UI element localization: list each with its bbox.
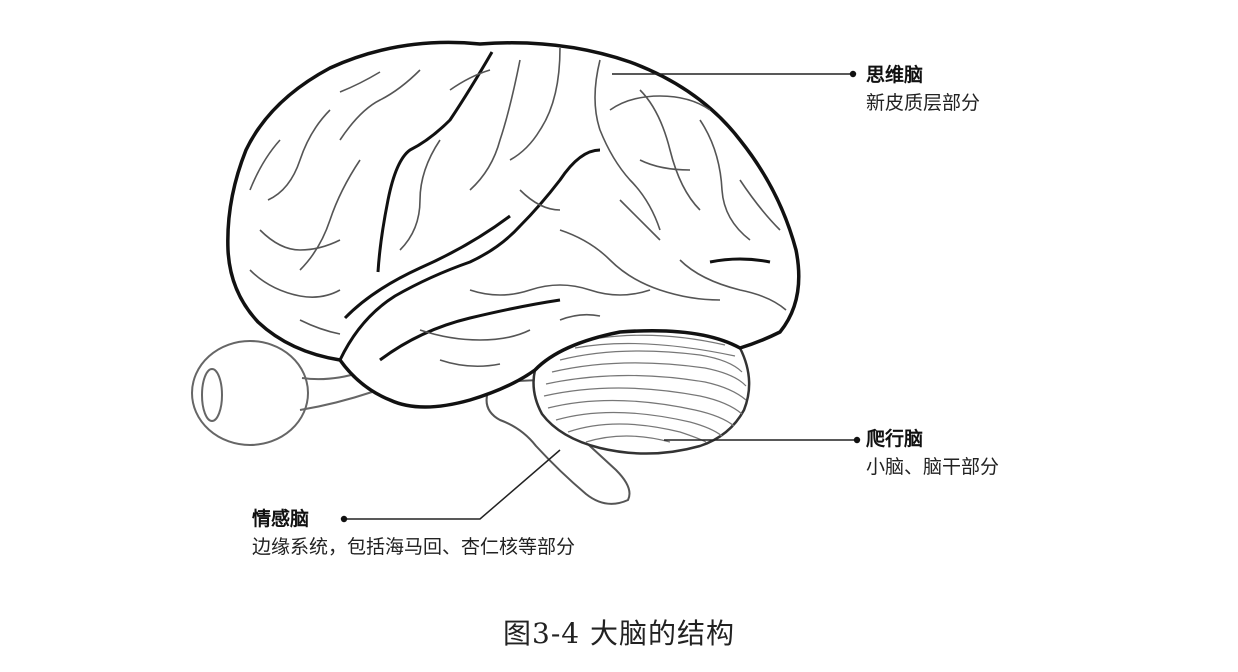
thinking-brain-title: 思维脑 xyxy=(866,64,924,86)
thinking-brain-description: 新皮质层部分 xyxy=(866,91,981,114)
reptile-brain-label: 爬行脑 小脑、脑干部分 xyxy=(866,428,999,480)
thinking-brain-label: 思维脑 新皮质层部分 xyxy=(866,64,980,116)
major-fissures xyxy=(338,51,771,362)
emotional-brain-description: 边缘系统，包括海马回、杏仁核等部分 xyxy=(252,535,576,558)
emotional-brain-label: 情感脑 边缘系统，包括海马回、杏仁核等部分 xyxy=(252,508,575,560)
figure-caption: 图3-4 大脑的结构 xyxy=(503,617,735,650)
leader-dot-thinking xyxy=(849,70,857,78)
reptile-brain-title: 爬行脑 xyxy=(866,428,924,450)
cerebellum-folia xyxy=(543,334,747,443)
leader-dot-reptile xyxy=(853,436,861,444)
leader-dot-emotion xyxy=(340,515,348,523)
emotional-brain-title: 情感脑 xyxy=(252,508,310,530)
leader-lines xyxy=(346,73,856,520)
brain-sulci xyxy=(249,47,787,368)
leader-line-emotion xyxy=(346,449,561,520)
eye-illustration xyxy=(191,340,373,446)
reptile-brain-description: 小脑、脑干部分 xyxy=(866,455,1000,478)
leader-dots xyxy=(340,70,861,523)
